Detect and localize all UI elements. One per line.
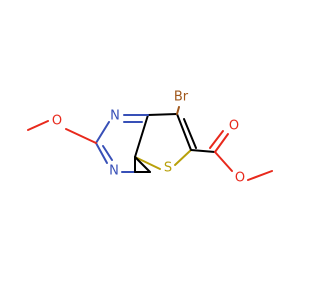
bond-c-o-double (214, 133, 229, 153)
bond-c7-br (176, 106, 180, 115)
bonds (27, 106, 273, 181)
atom-labels: Br S N N O O O (52, 90, 245, 186)
bond-c6-cester (190, 149, 216, 153)
bond-c6-s (174, 149, 192, 166)
bond-c7-c6 (176, 113, 192, 151)
bond-c4a-link (134, 156, 151, 173)
bond-c2-o (65, 128, 97, 144)
atom-br: Br (174, 90, 189, 105)
atom-s: S (164, 161, 172, 176)
atom-n1: N (110, 109, 120, 124)
bond-s-c4a (134, 156, 161, 170)
bond-c2-n3-inner (102, 145, 113, 161)
bond-c7a-c7 (147, 113, 178, 116)
bond-c7-c6-inner (183, 118, 197, 149)
atom-o-carbonyl: O (229, 119, 239, 134)
bond-c2-n3 (95, 142, 108, 164)
bond-c-o-double-2 (209, 130, 224, 149)
bond-c4a-c7a (134, 114, 149, 158)
bond-c-o-single (214, 151, 233, 172)
atom-o-ester: O (235, 171, 245, 186)
bond-o-methyl (247, 170, 273, 181)
bond-n1-c2 (95, 121, 110, 144)
molecule-diagram: Br S N N O O O (27, 90, 273, 186)
bond-o-ch3 (27, 120, 49, 131)
atom-n3: N (109, 164, 119, 179)
atom-o-ether: O (52, 114, 62, 129)
